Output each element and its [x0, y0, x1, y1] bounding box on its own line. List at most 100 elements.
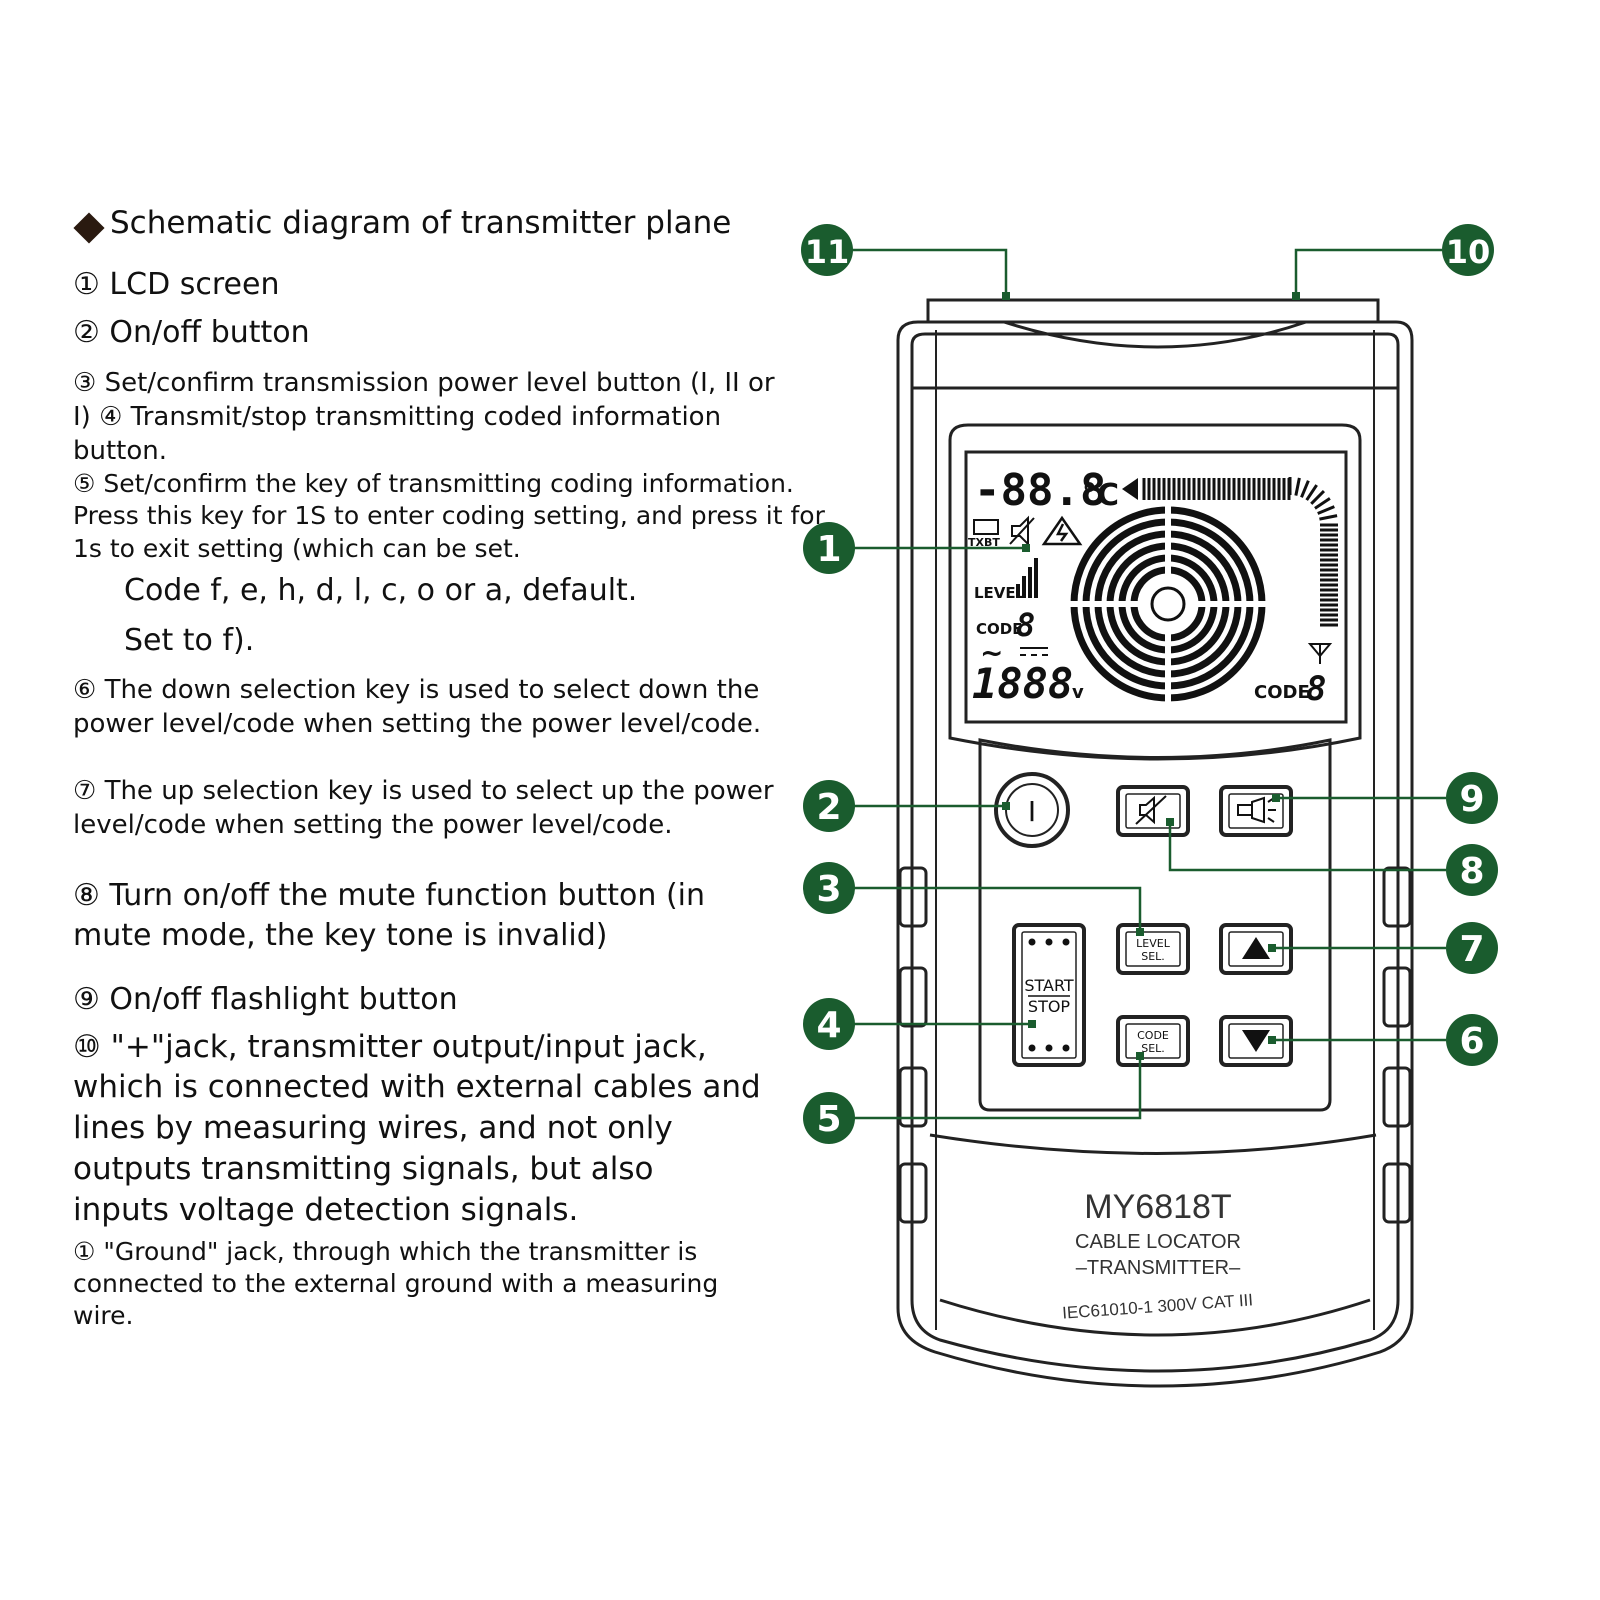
lcd-contents: -88.8 °C TXBT LEVEL CODE 8 ~ — [968, 465, 1338, 709]
lcd-voltage-unit: v — [1072, 682, 1084, 703]
svg-text:5: 5 — [816, 1099, 841, 1140]
callout-8: 8 — [1446, 844, 1498, 896]
item-10-line3: lines by measuring wires, and not only — [73, 1110, 673, 1146]
lcd-temp-unit: °C — [1082, 478, 1119, 513]
lcd-level-bars — [1016, 558, 1038, 598]
item-11-line2: connected to the external ground with a … — [73, 1269, 719, 1298]
callout-10: 10 — [1442, 224, 1494, 276]
callout-11: 11 — [801, 224, 853, 276]
callout-2: 2 — [803, 780, 855, 832]
item-5-line5: Set to f). — [124, 623, 255, 658]
item-5-line4: Code f, e, h, d, l, c, o or a, default. — [124, 573, 638, 608]
lcd-temp: -88.8 — [974, 465, 1106, 516]
item-5-line1: ⑤ Set/confirm the key of transmitting co… — [73, 469, 794, 498]
item-lcd-screen: ① LCD screen — [73, 267, 280, 302]
callout-6: 6 — [1446, 1014, 1498, 1066]
item-6-line1: ⑥ The down selection key is used to sele… — [73, 675, 760, 705]
model-name: MY6818T — [1084, 1188, 1231, 1226]
item-onoff-button: ② On/off button — [73, 315, 310, 350]
lcd-voltage: 1888 — [972, 659, 1073, 708]
item-10-line1: ⑩ "+"jack, transmitter output/input jack… — [73, 1029, 707, 1065]
mute-button[interactable] — [1116, 785, 1190, 837]
callout-5: 5 — [803, 1092, 855, 1144]
battery-icon — [973, 519, 999, 535]
title-text: Schematic diagram of transmitter plane — [110, 205, 732, 241]
lcd-mute-icon — [1009, 515, 1035, 547]
item-11-line1: ① "Ground" jack, through which the trans… — [73, 1237, 698, 1266]
safety-rating: IEC61010-1 300V CAT III — [1062, 1290, 1254, 1322]
lcd-battery-label: TXBT — [968, 536, 1000, 549]
lcd-dial — [1068, 504, 1268, 704]
button-panel — [978, 738, 1332, 1112]
label-area-bottom — [939, 1298, 1371, 1337]
level-sel-button[interactable]: LEVEL SEL. — [1116, 923, 1190, 975]
svg-text:8: 8 — [1459, 851, 1484, 892]
code-sel-label-2: SEL. — [1141, 1042, 1165, 1055]
item-5-line3: 1s to exit setting (which can be set. — [73, 534, 521, 563]
svg-text:10: 10 — [1446, 233, 1491, 271]
device-body-inner — [910, 332, 1400, 1373]
up-arrow-icon — [1242, 937, 1270, 959]
svg-text:2: 2 — [816, 787, 841, 828]
callout-dots — [1002, 292, 1300, 1060]
level-sel-label-1: LEVEL — [1136, 937, 1171, 950]
flashlight-button[interactable] — [1219, 785, 1293, 837]
item-5-line2: Press this key for 1S to enter coding se… — [73, 501, 825, 530]
lcd-dc-symbol — [1020, 647, 1048, 656]
callout-1: 1 — [803, 522, 855, 574]
level-sel-label-2: SEL. — [1141, 950, 1165, 963]
lcd-code-digit: 8 — [1016, 606, 1035, 644]
item-10-line2: which is connected with external cables … — [73, 1069, 761, 1105]
callout-9: 9 — [1446, 772, 1498, 824]
item-6-line2: power level/code when setting the power … — [73, 709, 762, 739]
code-sel-label-1: CODE — [1137, 1029, 1169, 1042]
callout-3: 3 — [803, 862, 855, 914]
label-area-top — [929, 1133, 1377, 1155]
signal-strength-bars — [1142, 477, 1338, 627]
item-9: ⑨ On/off flashlight button — [73, 982, 458, 1017]
signal-arrow-icon — [1122, 478, 1138, 500]
lcd-code-digit-right: 8 — [1306, 669, 1326, 709]
item-3-line2: I) ④ Transmit/stop transmitting coded in… — [73, 402, 722, 432]
left-grips — [898, 866, 928, 1224]
svg-text:9: 9 — [1459, 779, 1484, 820]
item-10-line4: outputs transmitting signals, but also — [73, 1151, 654, 1187]
lcd-bezel — [948, 423, 1362, 761]
mute-icon — [1135, 795, 1167, 825]
code-sel-button[interactable]: CODE SEL. — [1116, 1015, 1190, 1067]
model-line2: –TRANSMITTER– — [1076, 1257, 1241, 1279]
start-label: START — [1024, 976, 1074, 995]
antenna-icon — [1307, 643, 1333, 664]
svg-text:3: 3 — [816, 869, 841, 910]
lcd-ac-symbol: ~ — [980, 636, 1003, 669]
item-3-line3: button. — [73, 436, 168, 466]
item-8-line2: mute mode, the key tone is invalid) — [73, 918, 608, 953]
item-3-line1: ③ Set/confirm transmission power level b… — [73, 368, 775, 398]
lcd-code-label-right: CODE — [1254, 682, 1310, 703]
lcd-code-label: CODE — [976, 620, 1022, 638]
svg-text:11: 11 — [805, 233, 850, 271]
svg-text:1: 1 — [816, 529, 841, 570]
item-7-line2: level/code when setting the power level/… — [73, 810, 673, 840]
model-line1: CABLE LOCATOR — [1075, 1231, 1241, 1253]
stop-label: STOP — [1028, 997, 1071, 1016]
svg-text:7: 7 — [1459, 929, 1484, 970]
callout-lines — [852, 248, 1446, 1120]
item-7-line1: ⑦ The up selection key is used to select… — [73, 776, 774, 806]
svg-text:4: 4 — [816, 1005, 841, 1046]
lcd-level-label: LEVEL — [974, 584, 1026, 602]
item-11-line3: wire. — [73, 1301, 134, 1330]
item-10-line5: inputs voltage detection signals. — [73, 1192, 579, 1228]
callout-4: 4 — [803, 998, 855, 1050]
start-stop-button[interactable]: START STOP — [1012, 923, 1086, 1067]
lcd-screen — [964, 450, 1348, 724]
down-arrow-icon — [1242, 1030, 1270, 1052]
svg-text:6: 6 — [1459, 1021, 1484, 1062]
power-button-label: I — [1028, 795, 1036, 828]
device-body-outline — [896, 320, 1414, 1388]
diagram-title: Schematic diagram of transmitter plane — [73, 205, 732, 244]
item-8-line1: ⑧ Turn on/off the mute function button (… — [73, 878, 705, 913]
right-grips — [1382, 866, 1412, 1224]
start-stop-dots — [1028, 938, 1070, 1052]
